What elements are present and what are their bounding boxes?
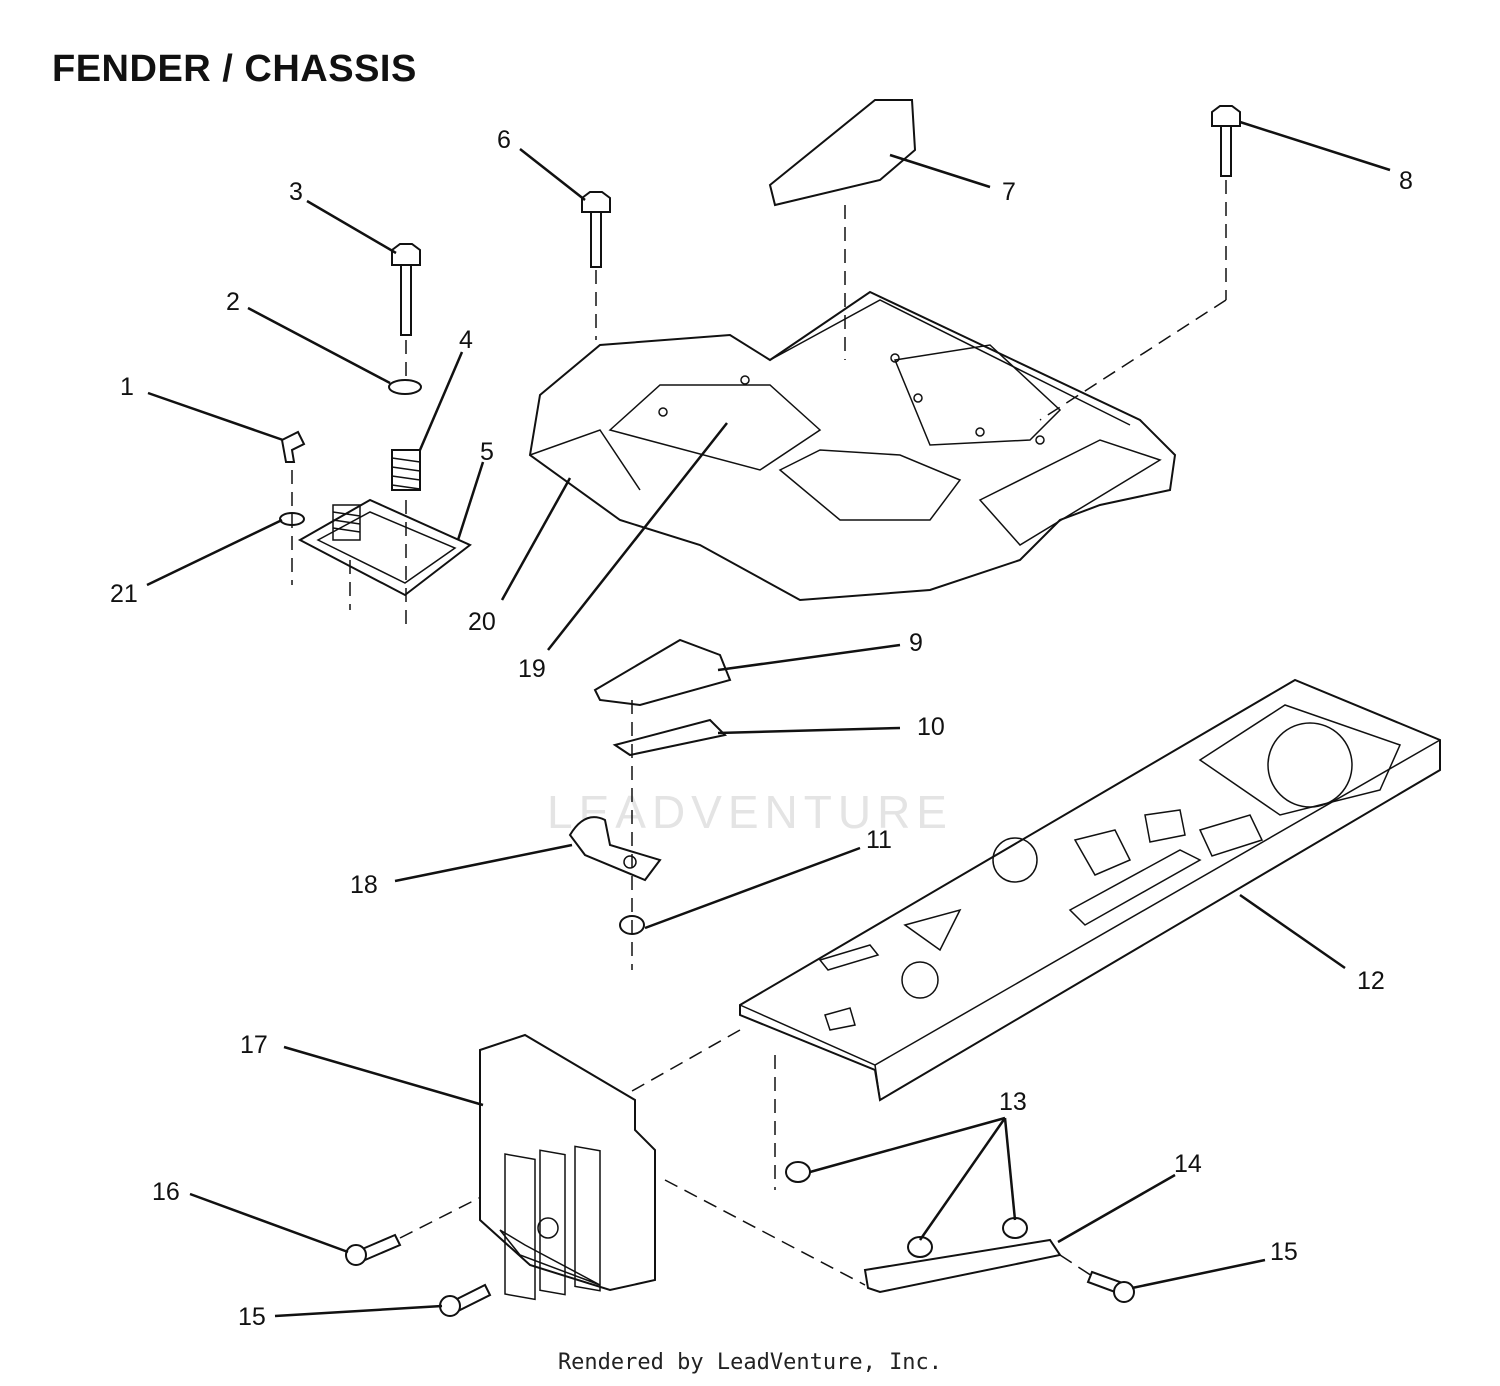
- callout-20: 20: [468, 608, 496, 636]
- rear-panel-part-17: [479, 1033, 656, 1301]
- leader-lines: [146, 120, 1391, 1318]
- clip-part-18: [568, 816, 662, 882]
- callout-10: 10: [917, 713, 945, 741]
- footer-credit: Rendered by LeadVenture, Inc.: [557, 1350, 943, 1375]
- chassis-frame-part: [739, 678, 1441, 1102]
- callout-15-left: 15: [238, 1303, 266, 1331]
- callout-7: 7: [1002, 178, 1016, 206]
- bolt-part-3: [391, 243, 421, 336]
- diagram-title: FENDER / CHASSIS: [52, 48, 417, 90]
- callout-19: 19: [518, 655, 546, 683]
- callout-14: 14: [1174, 1150, 1202, 1178]
- callout-6: 6: [497, 126, 511, 154]
- callout-3: 3: [289, 178, 303, 206]
- watermark: LEADVENTURE: [547, 786, 953, 838]
- bracket-part-9: [593, 638, 732, 707]
- nut-part-13c: [1002, 1217, 1028, 1239]
- seat-plate-part-5: [297, 498, 472, 597]
- spring-part-on-plate: [332, 504, 361, 541]
- nut-part-13a: [785, 1161, 811, 1183]
- bolt-part-15-left: [439, 1283, 492, 1317]
- callout-21: 21: [110, 580, 138, 608]
- callout-18: 18: [350, 871, 378, 899]
- support-bar-part-14: [863, 1238, 1062, 1294]
- fender-part: [528, 290, 1177, 602]
- bracket-part-10: [612, 718, 728, 757]
- nut-part-13b: [907, 1236, 933, 1258]
- spring-part-4: [391, 449, 421, 491]
- callout-16: 16: [152, 1178, 180, 1206]
- bolt-part-8: [1211, 105, 1241, 177]
- callout-5: 5: [480, 438, 494, 466]
- bolt-part-6: [581, 191, 611, 268]
- callout-2: 2: [226, 288, 240, 316]
- decal-part: [768, 99, 917, 207]
- callout-4: 4: [459, 326, 473, 354]
- callout-9: 9: [909, 629, 923, 657]
- callout-17: 17: [240, 1031, 268, 1059]
- bolt-part-16: [345, 1233, 402, 1266]
- callout-1: 1: [120, 373, 134, 401]
- knob-part-1: [280, 430, 306, 463]
- callout-8: 8: [1399, 167, 1413, 195]
- callout-13: 13: [999, 1088, 1027, 1116]
- callout-labels: 1 2 3 4 5 6 7 8 9 10 11 12 13 14 15 15 1…: [110, 126, 1413, 1331]
- callout-11: 11: [866, 826, 892, 854]
- washer-part-2: [388, 379, 422, 395]
- bolt-part-15-right: [1086, 1270, 1135, 1303]
- callout-12: 12: [1357, 967, 1385, 995]
- callout-15-right: 15: [1270, 1238, 1298, 1266]
